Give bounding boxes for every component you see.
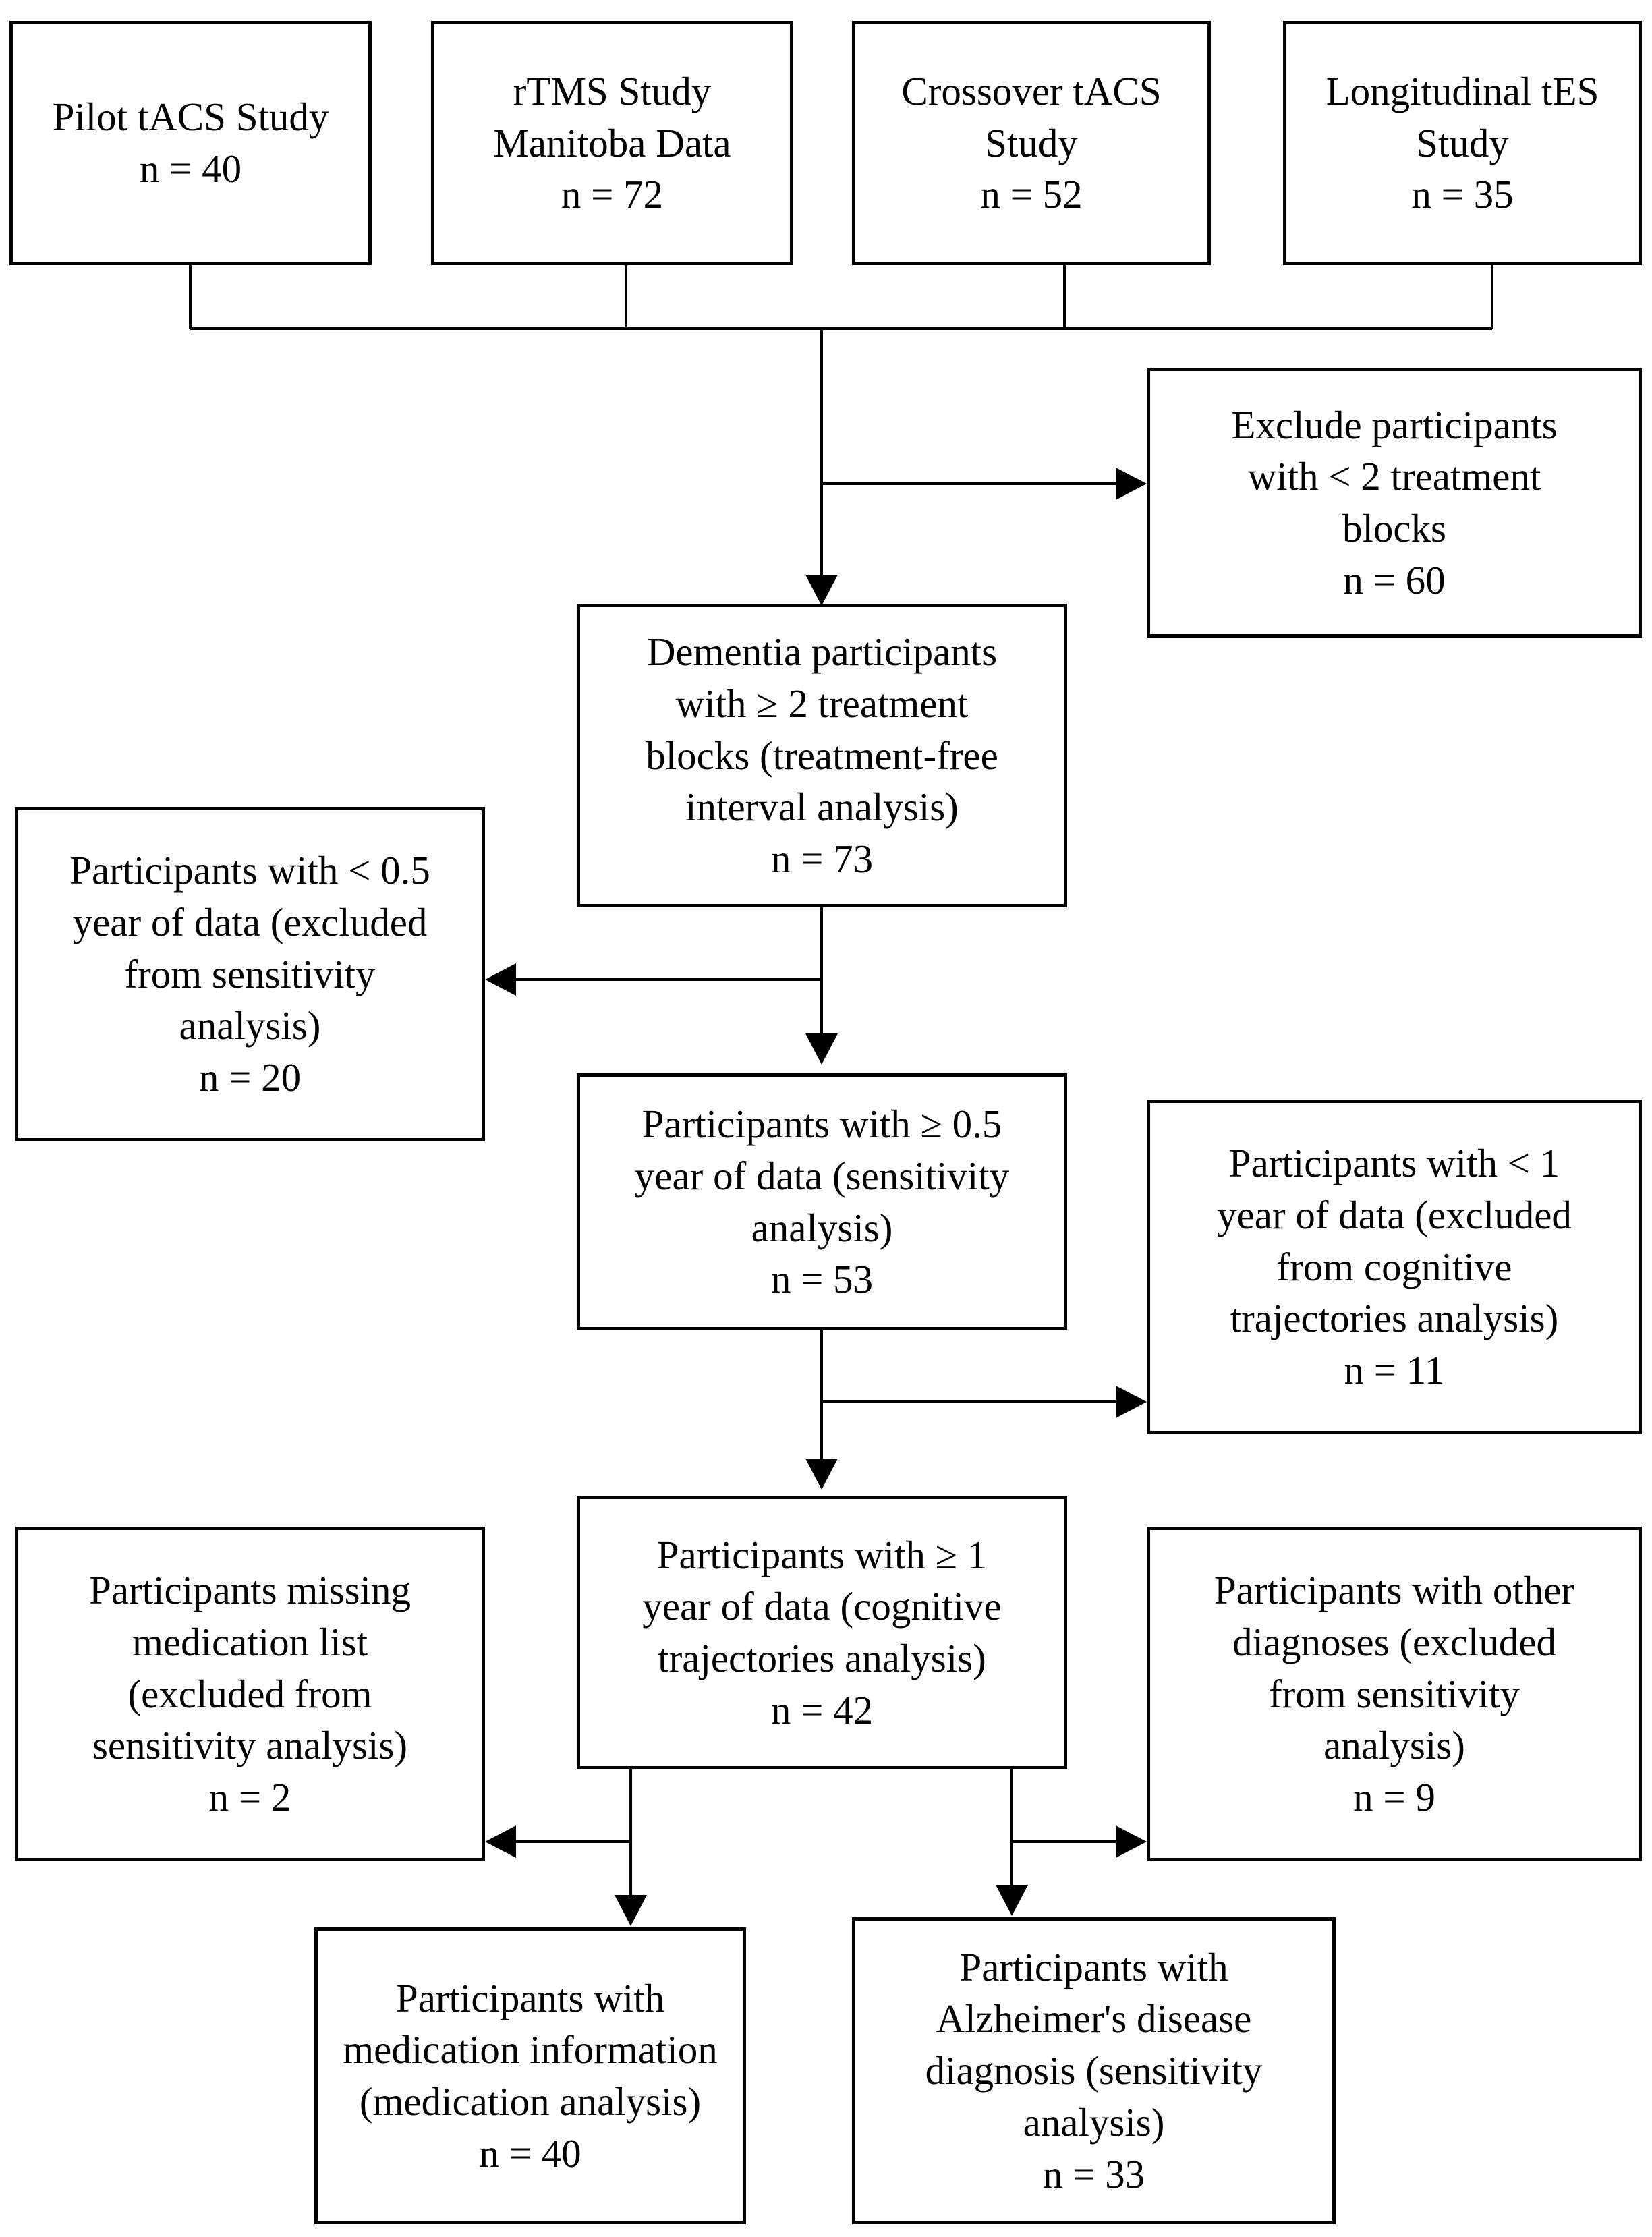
node-participants-ge-half-year-data[interactable]: Participants with ≥ 0.5 year of data (se… (577, 1073, 1067, 1330)
node-exclude-lt-2-treatment-blocks[interactable]: Exclude participants with < 2 treatment … (1147, 368, 1642, 638)
arrowhead-to-missing-medication (485, 1825, 516, 1858)
node-label: Participants missing medication list (ex… (89, 1568, 411, 1820)
node-label: Crossover tACS Study n = 52 (901, 68, 1162, 217)
node-label: Participants with < 1 year of data (excl… (1217, 1141, 1572, 1393)
node-pilot-tacs-study[interactable]: Pilot tACS Study n = 40 (9, 21, 372, 265)
node-label: Exclude participants with < 2 treatment … (1231, 402, 1558, 602)
node-crossover-tacs-study[interactable]: Crossover tACS Study n = 52 (852, 21, 1211, 265)
arrowhead-to-dementia (805, 575, 838, 606)
arrowhead-to-exclude-lt2 (1116, 468, 1147, 500)
node-label: Longitudinal tES Study n = 35 (1326, 68, 1599, 217)
arrowhead-to-ge-1-year (805, 1459, 838, 1490)
node-rtms-study-manitoba-data[interactable]: rTMS Study Manitoba Data n = 72 (431, 21, 793, 265)
node-label: Participants with medication information… (343, 1975, 718, 2176)
arrowhead-to-lt-1-year (1116, 1386, 1147, 1418)
node-participants-ge-1-year-data[interactable]: Participants with ≥ 1 year of data (cogn… (577, 1496, 1067, 1769)
node-participants-alzheimers-diagnosis[interactable]: Participants with Alzheimer's disease di… (852, 1917, 1336, 2224)
arrowhead-to-lt-half-year (485, 963, 516, 996)
node-label: Participants with Alzheimer's disease di… (925, 1944, 1263, 2197)
node-participants-with-medication-information[interactable]: Participants with medication information… (314, 1927, 746, 2224)
node-label: Dementia participants with ≥ 2 treatment… (646, 629, 998, 882)
node-participants-lt-half-year-data[interactable]: Participants with < 0.5 year of data (ex… (15, 807, 485, 1141)
arrowhead-to-ge-half-year (805, 1033, 838, 1065)
node-participants-lt-1-year-data[interactable]: Participants with < 1 year of data (excl… (1147, 1100, 1642, 1434)
node-label: Pilot tACS Study n = 40 (52, 94, 329, 191)
arrowhead-to-other-diagnoses (1116, 1825, 1147, 1858)
node-label: Participants with < 0.5 year of data (ex… (69, 848, 430, 1100)
node-participants-missing-medication-list[interactable]: Participants missing medication list (ex… (15, 1527, 485, 1861)
node-dementia-ge-2-treatment-blocks[interactable]: Dementia participants with ≥ 2 treatment… (577, 604, 1067, 907)
node-longitudinal-tes-study[interactable]: Longitudinal tES Study n = 35 (1283, 21, 1642, 265)
arrowhead-to-alzheimers (996, 1885, 1028, 1916)
node-label: Participants with other diagnoses (exclu… (1214, 1568, 1575, 1820)
node-participants-other-diagnoses[interactable]: Participants with other diagnoses (exclu… (1147, 1527, 1642, 1861)
arrowhead-to-medication-info (615, 1895, 647, 1926)
node-label: Participants with ≥ 1 year of data (cogn… (642, 1532, 1002, 1732)
node-label: rTMS Study Manitoba Data n = 72 (493, 68, 731, 217)
node-label: Participants with ≥ 0.5 year of data (se… (634, 1102, 1010, 1302)
